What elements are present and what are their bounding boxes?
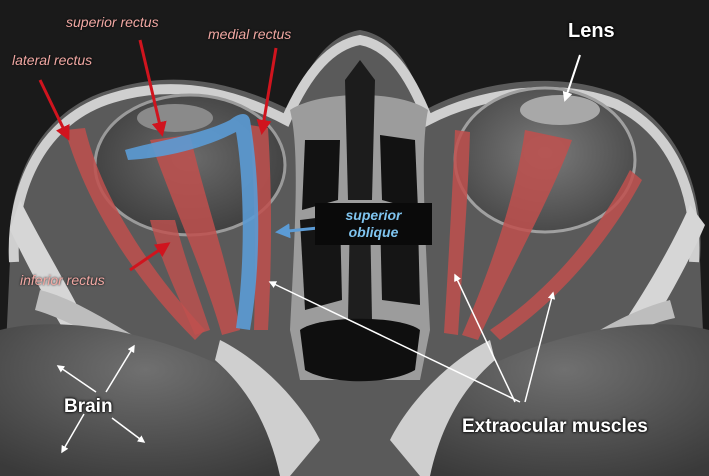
lateral-rectus-label: lateral rectus <box>12 52 92 68</box>
superior-oblique-label-line1: superior <box>315 207 432 224</box>
inferior-rectus-label: inferior rectus <box>20 272 105 288</box>
extraocular-muscles-label: Extraocular muscles <box>462 416 648 438</box>
brain-label: Brain <box>64 396 113 418</box>
lens-label: Lens <box>568 20 615 43</box>
superior-rectus-label: superior rectus <box>66 14 159 30</box>
medial-rectus-label: medial rectus <box>208 26 291 42</box>
superior-oblique-label-line2: oblique <box>315 224 432 241</box>
superior-oblique-label-box: superior oblique <box>315 203 432 245</box>
